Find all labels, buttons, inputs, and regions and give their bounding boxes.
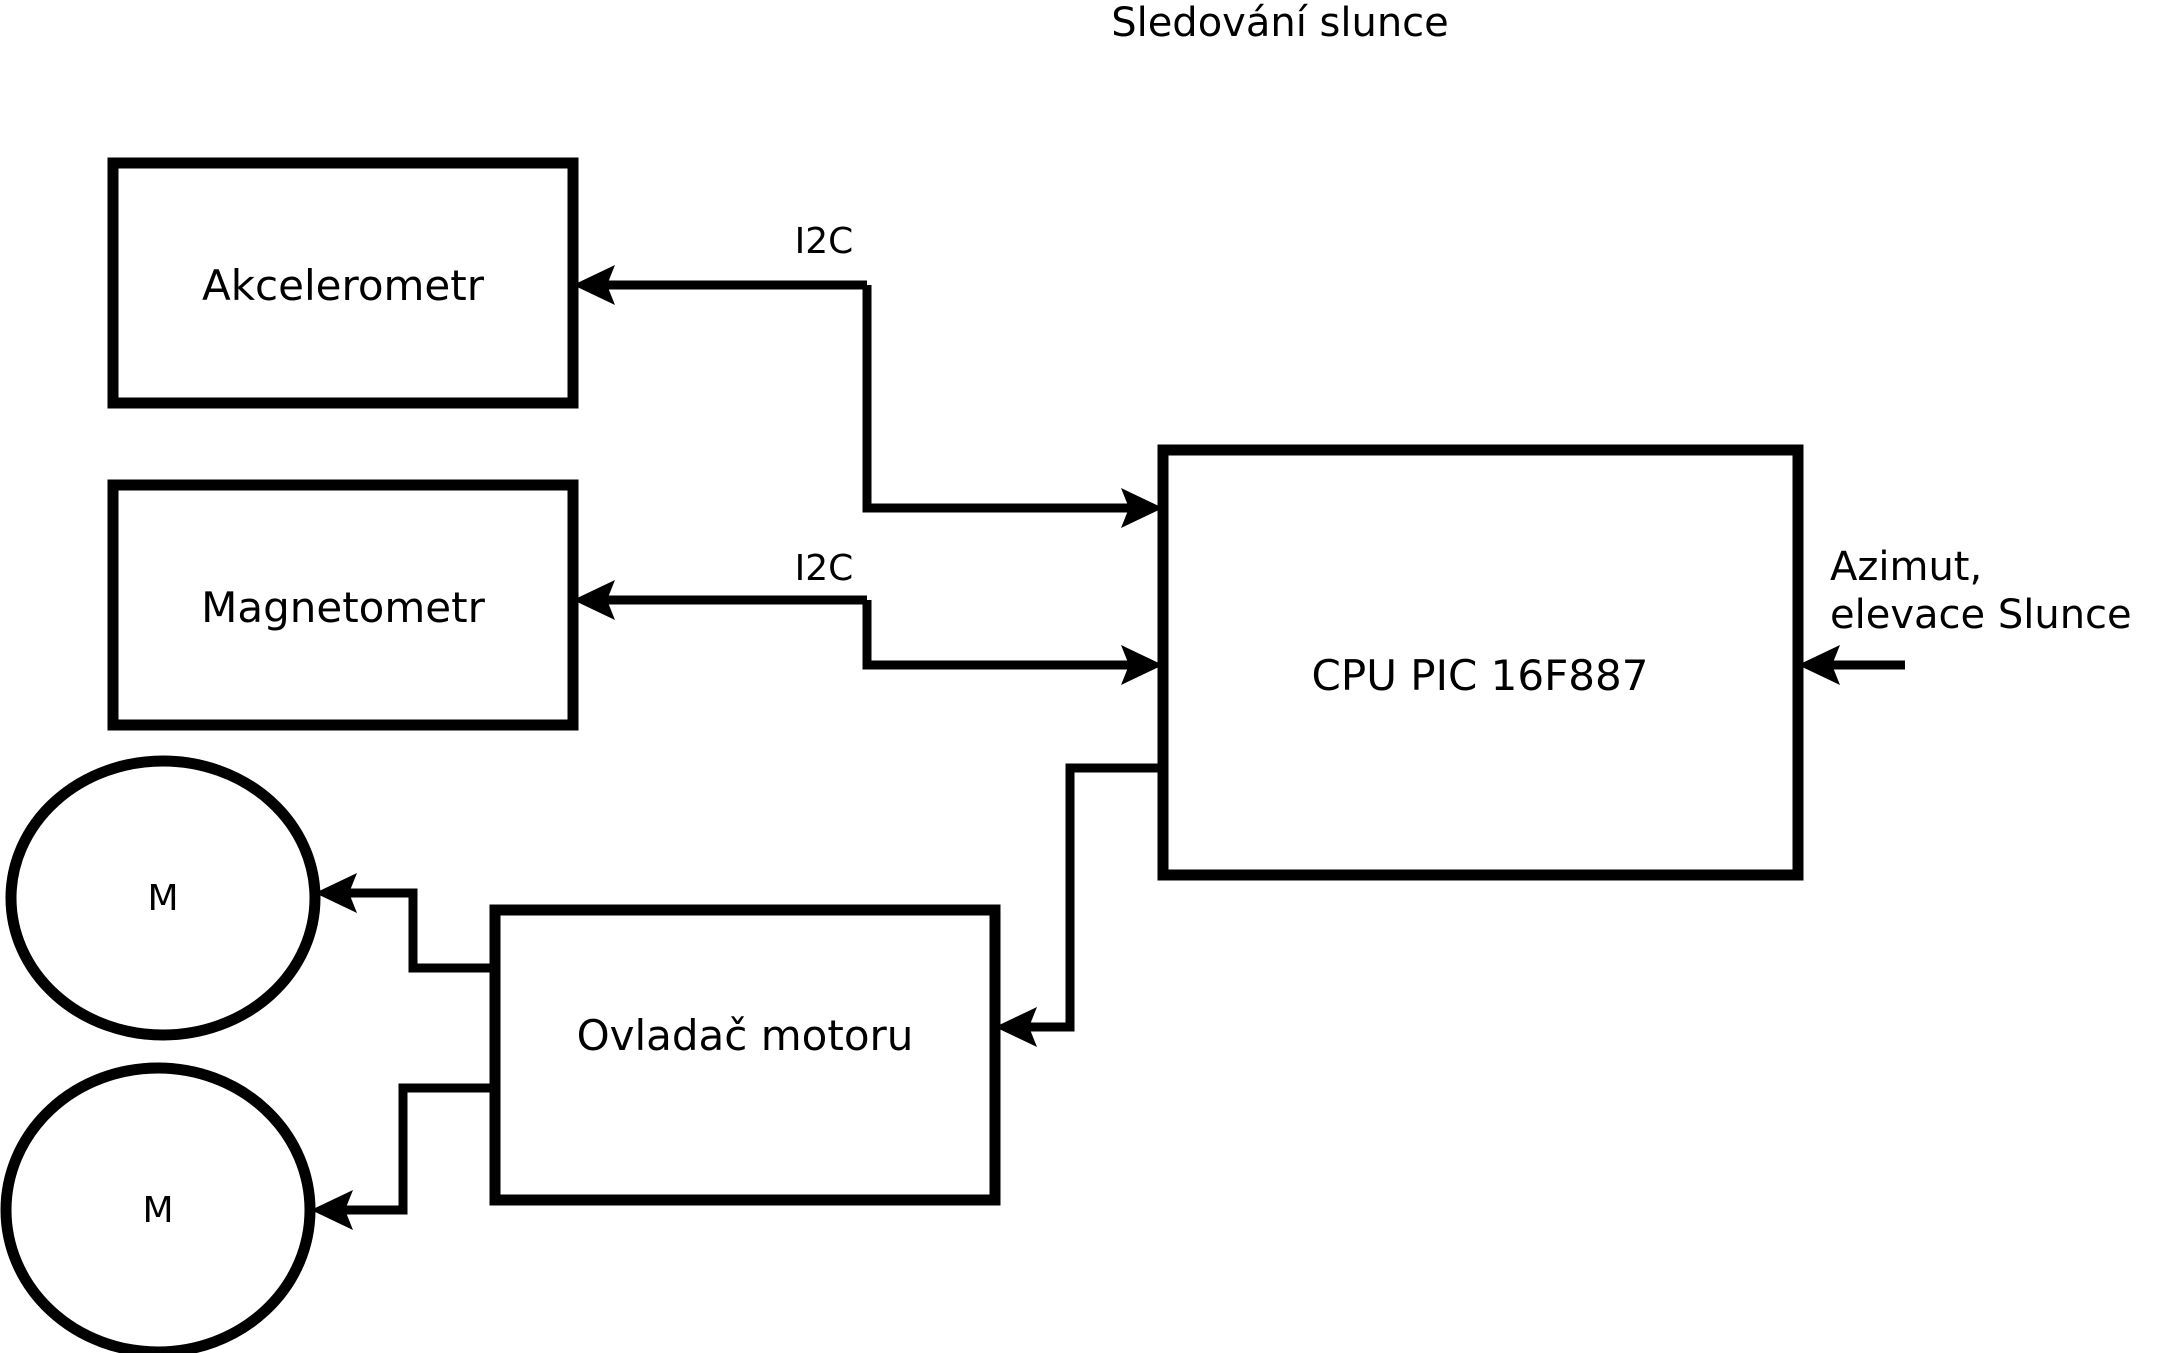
connector-magnetometer-to-cpu <box>862 600 1140 670</box>
arrowhead-motor-bottom-in <box>311 1190 353 1230</box>
edge-label-i2c-magnetometer: I2C <box>795 548 854 589</box>
motor-bottom-circle <box>0 1062 316 1353</box>
box-cpu[interactable]: CPU PIC 16F887 <box>1157 444 1804 881</box>
node-motor-bottom[interactable]: M <box>0 1062 316 1353</box>
connector-motor-driver-to-motor-bottom <box>338 1083 495 1215</box>
box-magnetometer[interactable]: Magnetometr <box>107 479 579 731</box>
sun-input-label-line1: Azimut, <box>1830 544 1982 590</box>
arrowhead-magnetometer-in <box>573 580 615 620</box>
connector-motor-driver-to-motor-top <box>342 888 495 973</box>
accelerometer-label: Akcelerometr <box>202 261 485 310</box>
page-title: Sledování slunce <box>1111 0 1449 46</box>
magnetometer-box-outline <box>107 479 579 731</box>
motor-bottom-label: M <box>142 1190 173 1231</box>
node-motor-top[interactable]: M <box>5 755 321 1041</box>
cpu-box-outline <box>1157 444 1804 881</box>
magnetometer-label: Magnetometr <box>201 583 485 632</box>
arrowhead-accelerometer-in <box>573 265 615 305</box>
cpu-label: CPU PIC 16F887 <box>1312 651 1649 700</box>
motor-driver-box-outline <box>489 904 1001 1206</box>
arrowhead-motor-top-in <box>315 873 357 913</box>
motor-top-circle <box>5 755 321 1041</box>
arrowhead-cpu-in-accelerometer <box>1121 488 1163 528</box>
arrowhead-motor-driver-in <box>995 1007 1037 1047</box>
motor-top-label: M <box>147 878 178 919</box>
connector-cpu-to-motor-driver <box>1022 763 1163 1032</box>
sun-input-label-line2: elevace Slunce <box>1830 592 2132 638</box>
accelerometer-box-outline <box>107 157 579 409</box>
arrowhead-cpu-in-magnetometer <box>1121 645 1163 685</box>
box-accelerometer[interactable]: Akcelerometr <box>107 157 579 409</box>
edge-label-i2c-accelerometer: I2C <box>795 221 854 262</box>
connector-accelerometer-to-cpu <box>862 285 1140 513</box>
arrowhead-cpu-sun-input <box>1798 645 1840 685</box>
motor-driver-label: Ovladač motoru <box>577 1011 914 1060</box>
box-motor-driver[interactable]: Ovladač motoru <box>489 904 1001 1206</box>
